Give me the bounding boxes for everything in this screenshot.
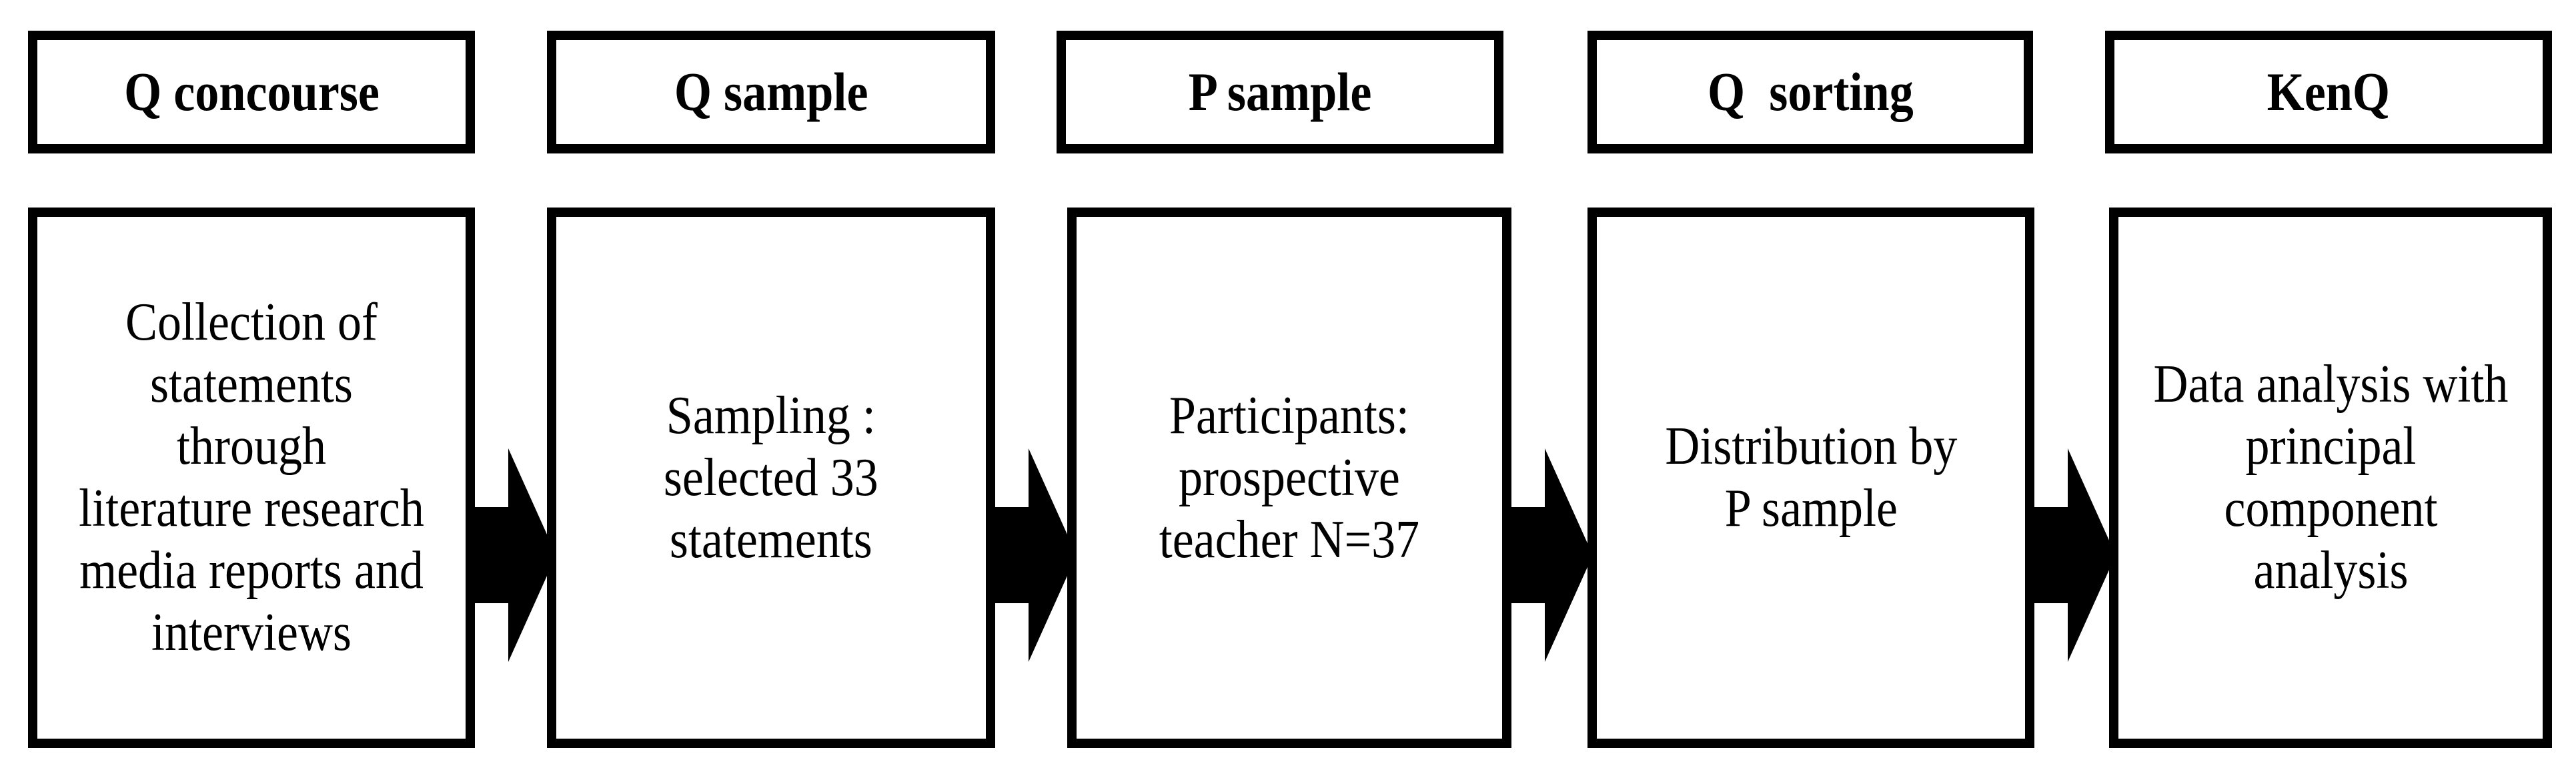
stage-1-header: Q concourse	[28, 31, 475, 153]
stage-3-header: P sample	[1057, 31, 1503, 153]
stage-1-description: Collection of statements through literat…	[79, 293, 424, 662]
arrow-right-icon	[1506, 448, 1593, 662]
stage-4-description: Distribution by P sample	[1664, 417, 1958, 538]
stage-5-description: Data analysis with principal component a…	[2153, 355, 2508, 600]
stage-1-title: Q concourse	[123, 61, 380, 122]
stage-2-description: Sampling : selected 33 statements	[664, 386, 878, 569]
arrow-right-icon	[2029, 448, 2116, 662]
stage-4-box: Distribution by P sample	[1587, 208, 2034, 748]
stage-2-box: Sampling : selected 33 statements	[547, 208, 995, 748]
stage-1-box: Collection of statements through literat…	[28, 208, 475, 748]
stage-3-description: Participants: prospective teacher N=37	[1159, 386, 1420, 569]
stage-4-header: Q sorting	[1587, 31, 2033, 153]
stage-5-header: KenQ	[2105, 31, 2552, 153]
stage-3-box: Participants: prospective teacher N=37	[1067, 208, 1511, 748]
stage-5-title: KenQ	[2267, 61, 2391, 122]
stage-4-title: Q sorting	[1707, 61, 1914, 122]
stage-2-header: Q sample	[547, 31, 995, 153]
arrow-right-icon	[990, 448, 1077, 662]
arrow-right-icon	[470, 448, 556, 662]
stage-3-title: P sample	[1188, 61, 1372, 122]
stage-5-box: Data analysis with principal component a…	[2109, 208, 2552, 748]
stage-2-title: Q sample	[674, 61, 868, 122]
